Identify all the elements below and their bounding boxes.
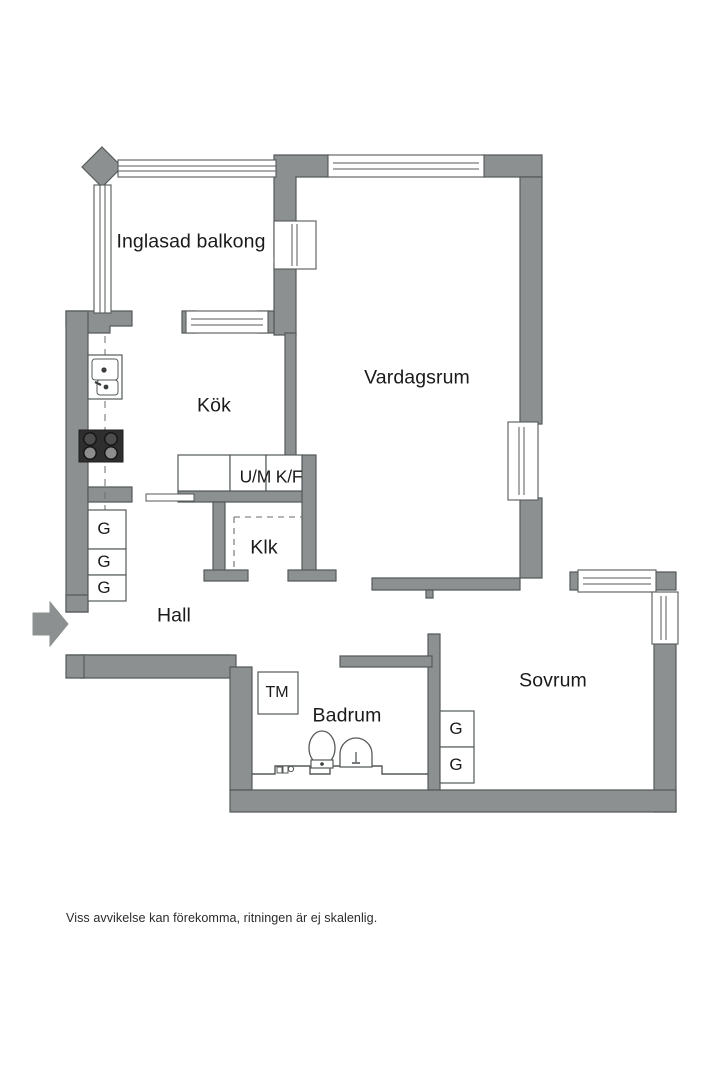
room-label-vardagsrum: Vardagsrum (364, 366, 470, 389)
stove-burner-1 (83, 432, 97, 446)
disclaimer-text: Viss avvikelse kan förekomma, ritningen … (66, 911, 378, 925)
room-label-hall: Hall (157, 604, 191, 627)
wall-klk-right (301, 454, 317, 579)
appliance-row-group (145, 454, 303, 502)
balcony-glass-left (93, 184, 112, 314)
wall-hall-bottom-notch (65, 654, 85, 679)
window-group (185, 154, 679, 645)
wall-bottom-main (229, 789, 677, 813)
kitchen-sink-drain-small (103, 384, 109, 390)
kitchen-fixtures-group (78, 336, 124, 595)
door-balcony-to-livingroom (273, 220, 317, 270)
hall-wardrobe-group (87, 509, 127, 602)
wall-hall-bottom (79, 654, 237, 679)
klk-shelving-group (233, 516, 302, 572)
bathroom-fixtures-group (252, 671, 428, 775)
stove-burner-3 (83, 446, 97, 460)
appliance-row-label: U/M K/F (239, 466, 303, 487)
washing-machine-label: TM (265, 684, 289, 701)
room-label-badrum: Badrum (312, 704, 382, 727)
appliance-cabinet-f (265, 454, 303, 492)
wall-klk-left-foot (203, 569, 249, 582)
window-sovrum-top (577, 569, 657, 593)
balcony-corner-post (81, 146, 123, 188)
floor-drain-icon (276, 765, 295, 774)
wall-klk-top (177, 490, 303, 503)
wall-sovrum-top-right (653, 571, 677, 591)
hall-wardrobe-label-1: G (97, 519, 111, 538)
kitchen-sink-drain-large (101, 367, 107, 373)
washing-machine-box (257, 671, 299, 715)
wall-hall-left-lower (65, 594, 89, 613)
room-label-sovrum: Sovrum (519, 669, 587, 692)
room-label-klk: Klk (250, 536, 278, 559)
wall-livingroom-top-right (482, 154, 543, 178)
wall-bathroom-left (229, 666, 253, 791)
hall-wardrobe-3 (87, 574, 127, 602)
room-label-kok: Kök (197, 394, 231, 417)
appliance-cabinet-u-m (177, 454, 231, 492)
wall-hall-sovrum-divider-notch (425, 589, 434, 599)
wall-sovrum-right (653, 641, 677, 813)
window-livingroom-top (327, 154, 485, 178)
window-sovrum-right (651, 591, 679, 645)
hall-wardrobe-label-2: G (97, 552, 111, 571)
balcony-glass-top (117, 159, 277, 178)
hall-wardrobe-2 (87, 548, 127, 576)
wall-balcony-door-lower (273, 262, 297, 336)
window-kitchen-balcony (185, 310, 269, 334)
wall-klk-left (212, 501, 226, 579)
appliance-cabinet-k (229, 454, 267, 492)
sovrum-wardrobe-label-2: G (449, 755, 463, 774)
sovrum-wardrobe-2 (439, 746, 475, 784)
hall-wardrobe-label-3: G (97, 578, 111, 597)
bathroom-fixture-platform (252, 765, 428, 775)
wall-bathroom-top-stub (339, 655, 433, 668)
sovrum-wardrobe-group (439, 710, 475, 784)
room-label-balkong: Inglasad balkong (116, 230, 266, 253)
sovrum-wardrobe-1 (439, 710, 475, 748)
wall-kitchen-counter-stub (87, 486, 133, 503)
kitchen-counter-ledge (145, 493, 195, 502)
kitchen-faucet-icon (94, 381, 102, 386)
sovrum-wardrobe-label-1: G (449, 719, 463, 738)
toilet-flush-icon (320, 762, 324, 766)
wall-hall-sovrum-divider (371, 577, 521, 591)
hall-wardrobe-1 (87, 509, 127, 550)
window-livingroom-right (507, 421, 539, 501)
stove-burner-4 (104, 446, 118, 460)
wall-livingroom-right-upper (519, 176, 543, 425)
wall-livingroom-right-lower (519, 497, 543, 579)
wall-klk-right-foot (287, 569, 337, 582)
entrance-arrow-icon (32, 600, 69, 648)
stove-burner-2 (104, 432, 118, 446)
balcony-glazing-group (93, 159, 277, 314)
